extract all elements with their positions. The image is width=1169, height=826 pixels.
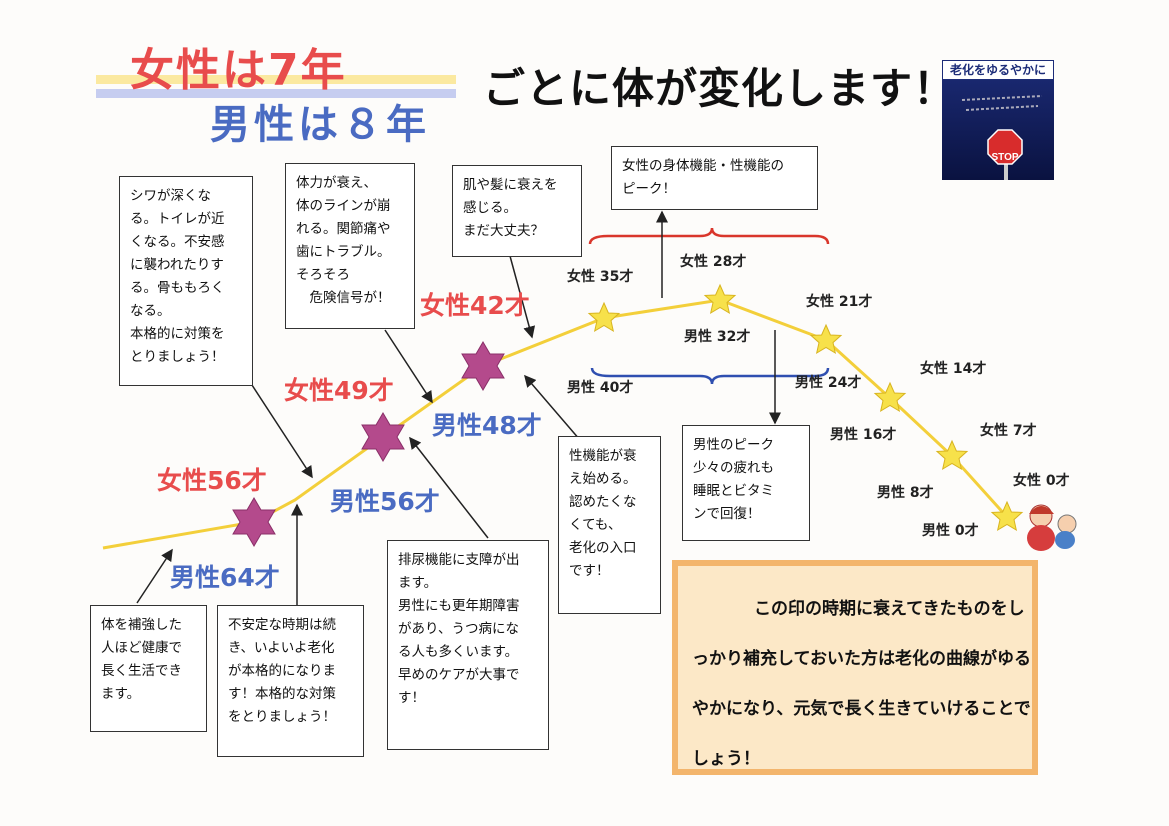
note-sexual-decline: 性機能が衰 え始める。 認めたくな くても、 老化の入口 です！ [558,436,661,614]
arrow-urination [409,436,489,539]
male-peak-brace [590,367,830,385]
note-stamina: 体力が衰え、 体のラインが崩 れる。関節痛や 歯にトラブル。 そろそろ 危険信号… [285,163,415,329]
arrow-sexual-decline [524,374,581,441]
title-men: 男性は８年 [210,102,430,148]
label-female-28: 女性 28才 [680,254,747,270]
label-male-0: 男性 0才 [922,523,979,539]
legend-box: この印の時期に衰えてきたものをしっかり補充しておいた方は老化の曲線がゆるやかにな… [672,560,1038,775]
star-yellow-0 [990,500,1024,532]
label-female-49: 女性49才 [284,376,394,405]
label-female-35: 女性 35才 [567,269,634,285]
title-women: 女性は7年 [130,45,347,96]
label-female-7: 女性 7才 [980,423,1037,439]
legend-text: この印の時期に衰えてきたものをしっかり補充しておいた方は老化の曲線がゆるやかにな… [692,599,1031,769]
logo-image: 老化をゆるやかに STOP [942,60,1054,180]
star-yellow-14 [873,381,907,413]
label-female-21: 女性 21才 [806,294,873,310]
label-female-14: 女性 14才 [920,361,987,377]
arrow-wrinkles [249,381,313,479]
label-male-56: 男性56才 [330,487,440,516]
star-yellow-7 [935,439,969,471]
star-yellow-21 [809,323,843,355]
arrow-reinforce [136,548,173,604]
title-highlight-yellow [96,75,456,84]
label-male-64: 男性64才 [170,563,280,592]
label-male-48: 男性48才 [432,411,542,440]
label-male-24: 男性 24才 [795,375,862,391]
star-purple-56 [232,497,276,547]
note-unstable: 不安定な時期は続 き、いよいよ老化 が本格的になりま す！本格的な対策 をとりま… [217,605,364,757]
star-purple-42 [461,341,505,391]
star-yellow-35 [587,301,621,333]
title-highlight-blue [96,89,456,98]
note-reinforce: 体を補強した 人ほど健康で 長く生活でき ます。 [90,605,207,732]
label-female-56: 女性56才 [157,466,267,495]
note-urination: 排尿機能に支障が出 ます。 男性にも更年期障害 があり、うつ病にな る人も多くい… [387,540,549,750]
label-male-8: 男性 8才 [877,485,934,501]
arrow-stamina [384,329,433,404]
label-male-16: 男性 16才 [830,427,897,443]
note-female-peak: 女性の身体機能・性機能の ピーク！ [611,146,818,210]
note-male-peak: 男性のピーク 少々の疲れも 睡眠とビタミ ンで回復！ [682,425,810,541]
star-yellow-28 [703,283,737,315]
svg-text:STOP: STOP [991,152,1018,163]
logo-caption: 老化をゆるやかに [942,60,1054,80]
label-male-32: 男性 32才 [684,329,751,345]
female-peak-brace [588,227,830,245]
arrow-skin-hair [509,255,536,339]
title-main: ごとに体が変化します！ [483,64,957,113]
label-female-42: 女性42才 [420,291,530,320]
note-wrinkles: シワが深くな る。トイレが近 くなる。不安感 に襲われたりす る。骨ももろく な… [119,176,253,386]
star-purple-49 [361,412,405,462]
label-female-0: 女性 0才 [1013,473,1070,489]
label-male-40: 男性 40才 [567,380,634,396]
stop-sign-icon: STOP [961,95,1043,180]
mother-baby-icon [1027,504,1077,551]
note-skin-hair: 肌や髪に衰えを 感じる。 まだ大丈夫？ [452,165,582,257]
